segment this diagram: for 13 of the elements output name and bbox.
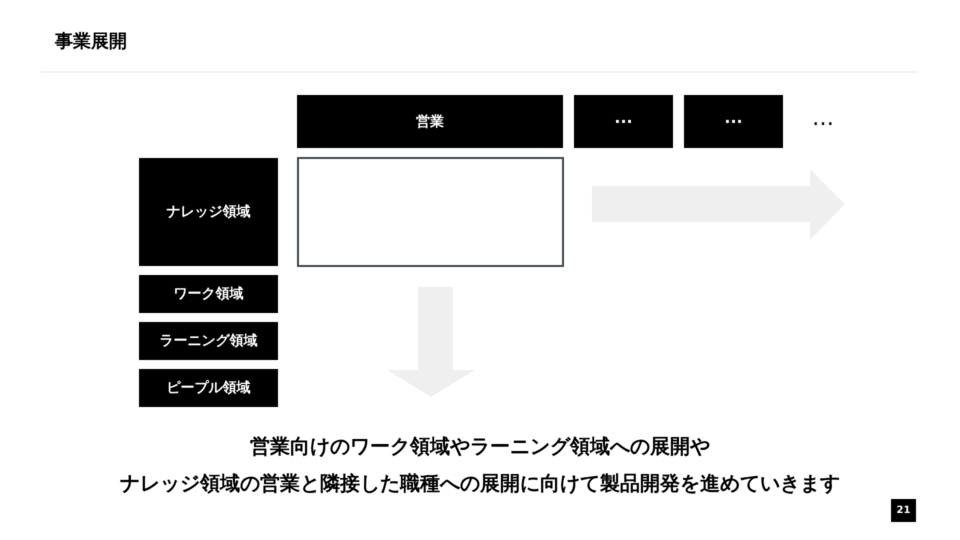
- page-number: 21: [891, 499, 916, 522]
- ellipsis: …: [812, 106, 834, 131]
- column-header: ···: [574, 95, 673, 148]
- summary-text: ナレッジ領域の営業と隣接した職種への展開に向けて製品開発を進めていきます: [120, 471, 840, 495]
- row-header: ナレッジ領域: [139, 158, 278, 266]
- column-header: 営業: [297, 95, 563, 148]
- column-header: ···: [684, 95, 783, 148]
- row-header: ラーニング領域: [139, 322, 278, 360]
- row-header: ピープル領域: [139, 369, 278, 407]
- row-header: ワーク領域: [139, 275, 278, 313]
- page-title: 事業展開: [55, 30, 127, 53]
- empty-box: [297, 157, 564, 267]
- summary-text: 営業向けのワーク領域やラーニング領域への展開や: [250, 434, 710, 458]
